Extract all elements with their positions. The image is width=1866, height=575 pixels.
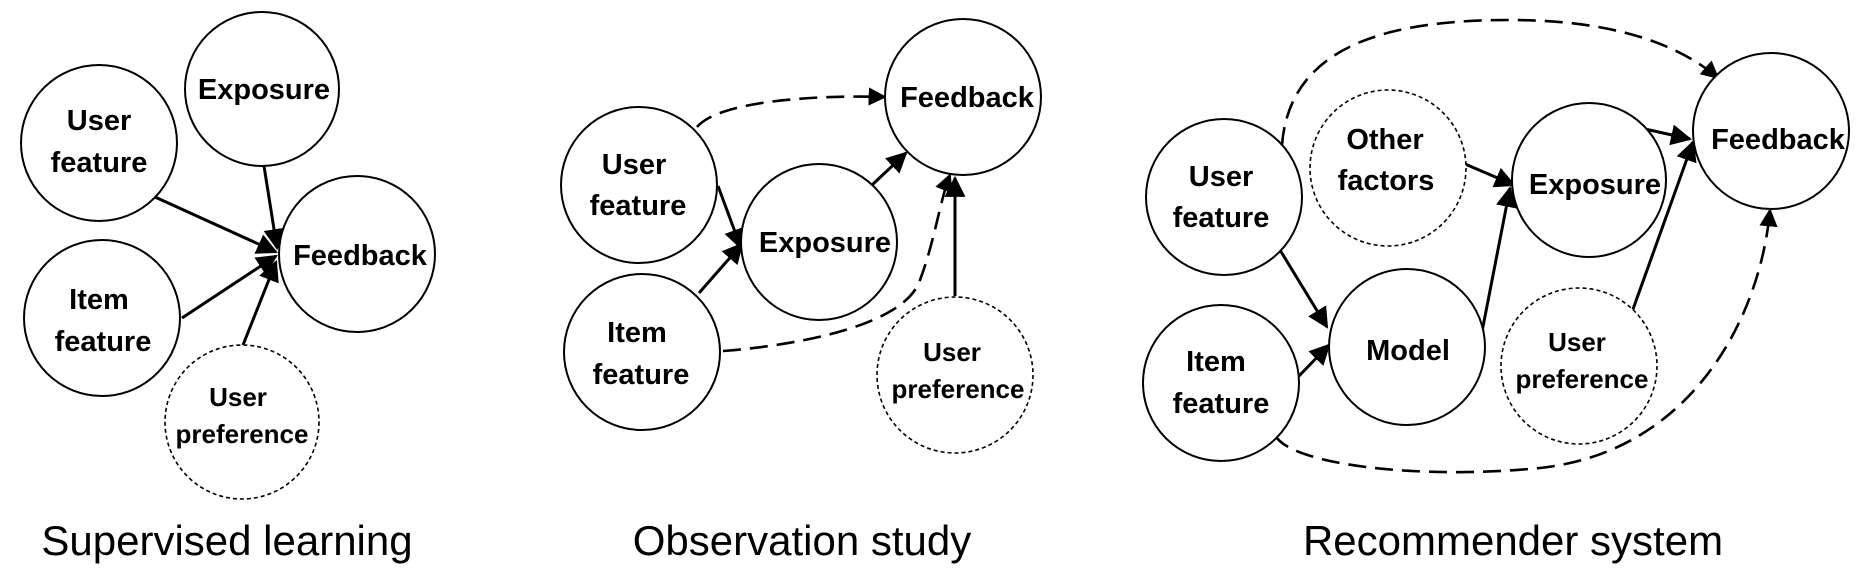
node-label-line: Exposure [1529,169,1661,201]
node-label-line: Item [69,284,129,316]
edge-item-feature-to-feedback-dashed [722,173,953,353]
node-label-line: Feedback [1711,124,1846,156]
edge-user-feature-to-feedback [154,195,278,254]
node-label-line: User [209,382,267,412]
edge-user-preference-to-feedback [1630,140,1697,313]
node-label-line: Item [1186,346,1246,378]
panel-observation-study: User feature Item feature Exposure Feedb… [560,18,1042,564]
node-label-line: feature [1173,388,1270,420]
node-label-line: feature [590,190,687,222]
node-user-feature: User feature [1145,118,1303,276]
node-label-line: User [602,149,667,181]
node-user-feature: User feature [20,64,178,222]
edge-item-feature-to-feedback [181,254,278,320]
node-label-line: User [923,337,981,367]
node-user-preference: User preference [1500,287,1658,445]
panel-supervised-learning: User feature Item feature Exposure Feedb… [20,11,436,564]
node-user-preference: User preference [876,296,1034,454]
node-exposure: Exposure [1511,102,1667,258]
node-item-feature: Item feature [1142,304,1300,462]
node-item-feature: Item feature [23,239,181,397]
node-other-factors: Other factors [1309,89,1467,247]
node-feedback: Feedback [884,18,1042,176]
edge-item-feature-to-exposure [697,242,744,294]
node-label-line: factors [1338,165,1435,197]
edge-exposure-to-feedback [870,151,908,187]
node-item-feature: Item feature [563,273,721,431]
node-user-preference: User preference [164,344,320,500]
edge-model-to-exposure [1478,185,1517,343]
node-label-line: Item [607,317,667,349]
node-exposure: Exposure [184,11,340,167]
node-label-line: User [67,105,132,137]
edge-user-preference-to-feedback [241,260,279,346]
node-label-line: User [1189,161,1254,193]
node-feedback: Feedback [1692,52,1850,210]
caption-observation-study: Observation study [633,517,972,564]
node-label-line: Exposure [759,227,891,259]
node-label-line: Feedback [293,240,428,272]
edge-user-feature-to-model [1278,249,1329,329]
node-exposure: Exposure [740,163,898,321]
node-label-line: feature [593,359,690,391]
edge-item-feature-to-feedback-dashed [1273,208,1778,474]
edge-other-factors-to-exposure [1464,162,1516,188]
panel-recommender-system: User feature Item feature Other factors … [1142,18,1850,564]
edge-item-feature-to-model [1295,343,1331,380]
edge-user-feature-to-feedback-dashed [696,87,887,128]
node-feedback: Feedback [278,175,436,333]
node-user-feature: User feature [560,106,718,264]
edge-user-feature-to-feedback-dashed [1280,18,1720,146]
node-label-line: preference [1516,364,1649,394]
caption-recommender-system: Recommender system [1303,517,1723,564]
node-label-line: preference [176,419,309,449]
node-label-line: Other [1346,124,1423,156]
node-label-line: feature [51,147,148,179]
node-label-line: preference [892,374,1025,404]
caption-supervised-learning: Supervised learning [41,517,412,564]
node-label-line: Feedback [900,82,1035,114]
node-label-line: feature [1173,202,1270,234]
edge-exposure-to-feedback [262,165,285,251]
node-label-line: User [1548,327,1606,357]
node-label-line: feature [55,326,152,358]
node-model: Model [1328,268,1486,426]
node-label-line: Exposure [198,74,330,106]
node-label-line: Model [1366,335,1450,367]
edge-user-feature-to-exposure [716,185,745,250]
